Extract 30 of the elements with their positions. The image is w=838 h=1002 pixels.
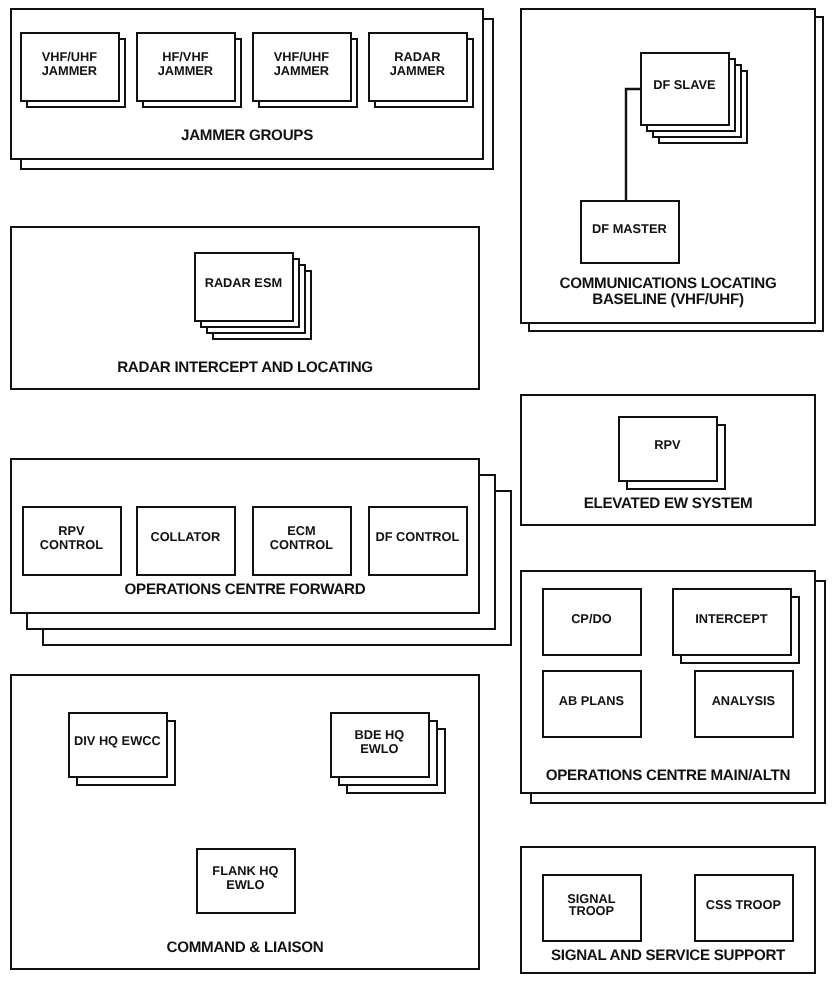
- unit-box: [367, 505, 468, 576]
- unit-box: [251, 505, 352, 576]
- group-box: [520, 394, 816, 526]
- stacked-box: [10, 8, 494, 170]
- stacked-box: [193, 251, 312, 340]
- unit-box: [195, 847, 296, 914]
- group-box: [10, 674, 480, 970]
- unit-box: [541, 669, 642, 738]
- stacked-box: [329, 711, 446, 794]
- stacked-box: [251, 31, 358, 108]
- stacked-box: [10, 458, 512, 646]
- unit-box: [579, 199, 680, 264]
- group-box: [520, 846, 816, 974]
- stacked-box: [135, 31, 242, 108]
- group-box: [10, 226, 480, 390]
- unit-box: [541, 587, 642, 656]
- stacked-box: [671, 587, 800, 664]
- unit-box: [21, 505, 122, 576]
- stacked-box: [520, 8, 824, 332]
- stacked-box: [67, 711, 176, 786]
- stacked-box: [639, 51, 748, 144]
- stacked-box: [367, 31, 474, 108]
- unit-box: [135, 505, 236, 576]
- unit-box: [693, 873, 794, 942]
- stacked-box: [617, 415, 726, 490]
- connector-line: [624, 87, 640, 200]
- stacked-box: [19, 31, 126, 108]
- unit-box: [693, 669, 794, 738]
- stacked-box: [520, 570, 826, 804]
- unit-box: [541, 873, 642, 942]
